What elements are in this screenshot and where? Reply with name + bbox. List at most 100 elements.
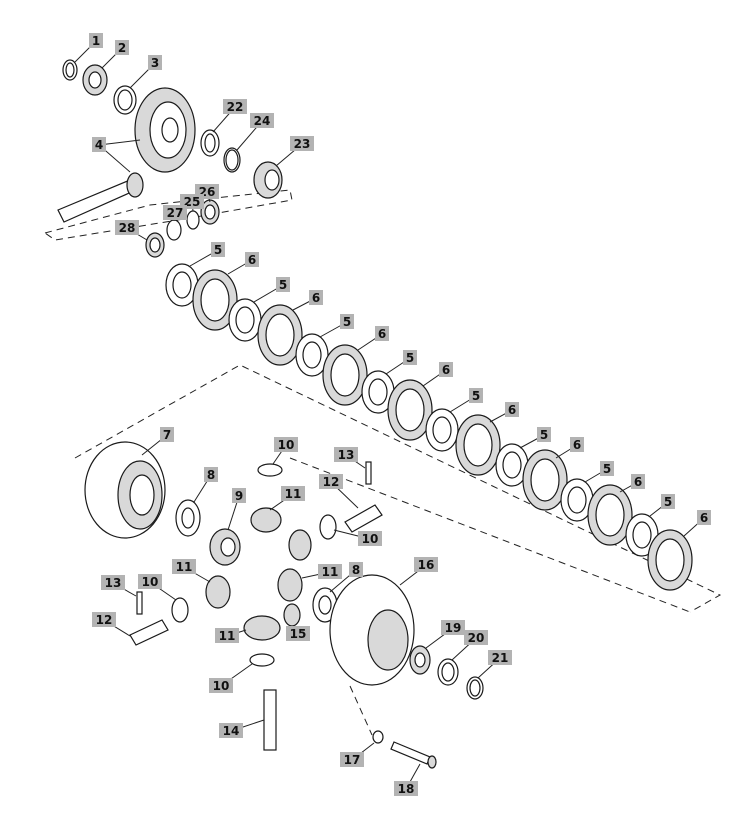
callout-22: 22	[212, 99, 247, 133]
svg-text:5: 5	[279, 278, 287, 292]
separator-plate-part-5	[295, 333, 329, 377]
assembly-outline-upper	[43, 189, 293, 241]
bearing-cone-part-2	[82, 64, 108, 96]
friction-disc-part-6	[647, 529, 693, 591]
svg-text:25: 25	[184, 195, 201, 209]
svg-text:6: 6	[312, 291, 320, 305]
svg-text:6: 6	[378, 327, 386, 341]
thrust-washer-part-10	[249, 653, 275, 667]
svg-text:8: 8	[207, 468, 215, 482]
svg-text:10: 10	[362, 532, 379, 546]
gear-part-15	[283, 603, 301, 627]
callout-2: 2	[101, 40, 129, 69]
svg-text:11: 11	[176, 560, 193, 574]
svg-text:18: 18	[398, 782, 415, 796]
svg-text:1: 1	[92, 34, 100, 48]
friction-disc-part-6	[587, 484, 633, 546]
ring-gear-part-4	[134, 87, 196, 173]
spider-gear-part-11	[205, 575, 231, 609]
callout-6: 6	[292, 290, 323, 311]
svg-text:2: 2	[118, 41, 126, 55]
svg-text:5: 5	[406, 351, 414, 365]
callout-11: 11	[172, 559, 211, 583]
svg-text:6: 6	[248, 253, 256, 267]
washer-part-17	[372, 730, 384, 744]
callout-8: 8	[193, 467, 218, 503]
assembly-outline-lower	[74, 364, 722, 613]
callout-5: 5	[519, 427, 551, 449]
svg-text:23: 23	[294, 137, 311, 151]
svg-text:12: 12	[323, 475, 340, 489]
callout-11: 11	[269, 486, 305, 511]
callout-5: 5	[189, 242, 225, 267]
spider-gear-part-11	[288, 529, 312, 561]
shaft-part-14	[263, 689, 277, 751]
svg-text:8: 8	[352, 563, 360, 577]
svg-text:16: 16	[418, 558, 435, 572]
bolt-part-18	[390, 741, 437, 769]
callout-13: 13	[334, 447, 366, 469]
pin-part-13	[136, 591, 143, 615]
callout-6: 6	[619, 474, 645, 493]
callout-12: 12	[319, 474, 359, 509]
callout-6: 6	[489, 402, 519, 423]
callout-18: 18	[394, 763, 421, 796]
friction-disc-part-6	[522, 449, 568, 511]
callout-15: 15	[286, 625, 310, 641]
svg-text:13: 13	[105, 576, 122, 590]
bearing-part-28	[145, 232, 165, 258]
bearing-cone-part-19	[409, 645, 431, 675]
differential-case-part-7	[84, 441, 166, 539]
bearing-cup-part-3	[113, 85, 137, 115]
svg-text:10: 10	[278, 438, 295, 452]
callout-21: 21	[477, 650, 512, 679]
callout-1: 1	[74, 33, 103, 63]
svg-text:4: 4	[95, 138, 103, 152]
svg-text:15: 15	[290, 627, 307, 641]
svg-text:5: 5	[214, 243, 222, 257]
svg-text:12: 12	[96, 613, 113, 627]
svg-text:9: 9	[235, 489, 243, 503]
callout-3: 3	[129, 55, 162, 89]
svg-text:7: 7	[163, 428, 171, 442]
thrust-washer-part-10	[319, 514, 337, 540]
svg-text:28: 28	[119, 221, 136, 235]
svg-text:5: 5	[540, 428, 548, 442]
svg-text:20: 20	[468, 631, 485, 645]
callout-23: 23	[275, 136, 314, 167]
cross-shaft-part-12	[129, 619, 169, 646]
svg-text:14: 14	[223, 724, 240, 738]
spider-gear-part-11	[243, 615, 281, 641]
callout-10: 10	[138, 574, 177, 601]
snap-ring-part-21	[466, 676, 484, 700]
svg-text:6: 6	[700, 511, 708, 525]
differential-case-half-part-16	[329, 574, 415, 686]
seal-part-22	[200, 129, 220, 157]
callout-27: 27	[163, 205, 187, 222]
callout-10: 10	[333, 529, 382, 546]
thrust-washer-part-8	[312, 587, 338, 623]
callout-4: 4	[92, 137, 141, 173]
pinion-shaft-part-4	[57, 172, 144, 223]
thrust-washer-part-10	[171, 597, 189, 623]
callout-12: 12	[92, 612, 131, 637]
side-gear-part-9	[209, 528, 241, 566]
friction-disc-part-6	[322, 344, 368, 406]
bearing-cup-part-20	[437, 658, 459, 686]
friction-disc-part-6	[455, 414, 501, 476]
thrust-washer-part-8	[175, 499, 201, 537]
ring-part-25	[186, 210, 200, 230]
callout-6: 6	[555, 437, 584, 459]
svg-text:10: 10	[213, 679, 230, 693]
svg-text:5: 5	[343, 315, 351, 329]
callout-8: 8	[329, 562, 363, 593]
callout-17: 17	[340, 742, 375, 767]
friction-disc-part-6	[192, 269, 238, 331]
svg-text:6: 6	[573, 438, 581, 452]
bolt-axis-line	[349, 685, 373, 736]
callout-16: 16	[399, 557, 438, 586]
svg-text:5: 5	[603, 462, 611, 476]
separator-plate-part-5	[361, 370, 395, 414]
svg-text:5: 5	[472, 389, 480, 403]
